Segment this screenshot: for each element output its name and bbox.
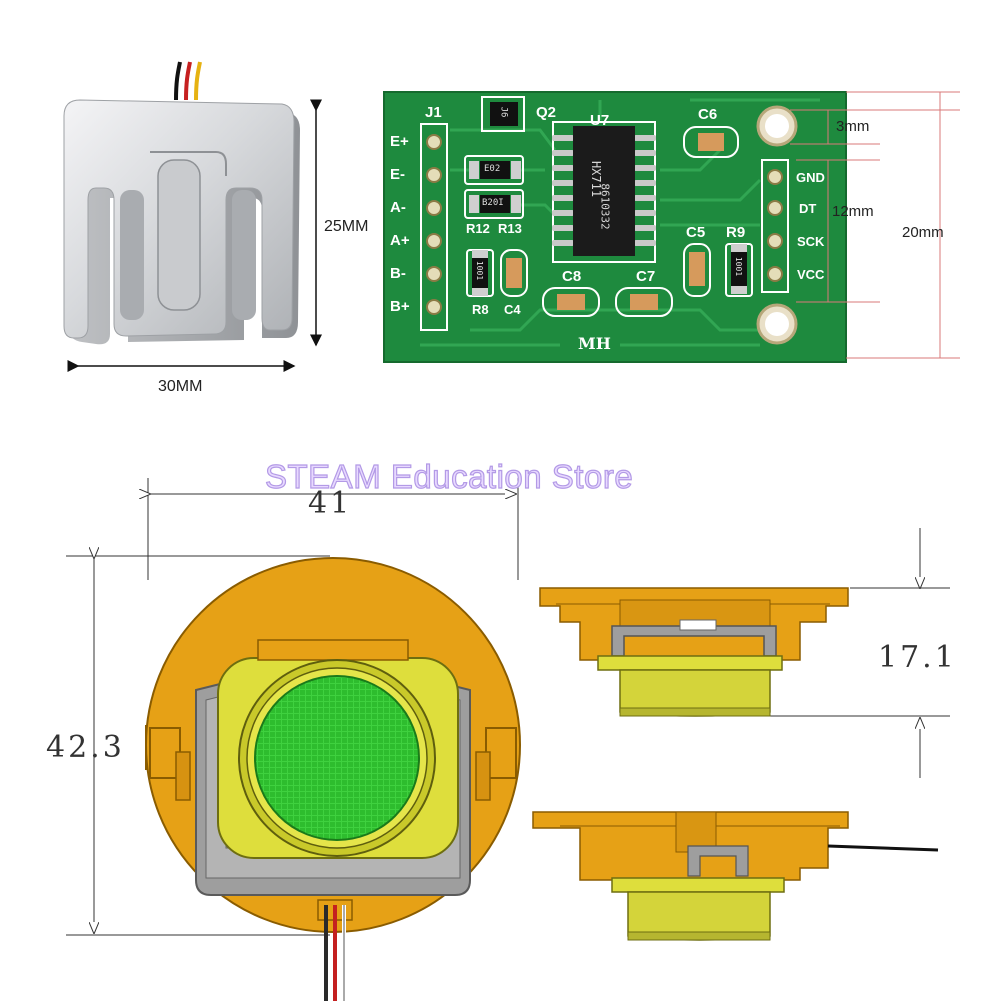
dim-hole-label: 3mm <box>836 118 870 135</box>
chip-marking-lot: 8610332 <box>598 183 612 230</box>
dim-pin-span-label: 12mm <box>832 203 874 220</box>
label-q2: Q2 <box>536 104 557 121</box>
pin-label-e-plus: E+ <box>390 133 409 150</box>
dim-height-label: 20mm <box>902 224 944 241</box>
pin-label-vcc: VCC <box>797 267 825 282</box>
label-r8: R8 <box>472 302 489 317</box>
label-r13: R13 <box>498 221 522 236</box>
half-bridge-load-cell <box>63 61 322 372</box>
module-dimension-lines <box>790 91 960 359</box>
sensor-thickness-label: 17.1 <box>878 640 957 675</box>
transistor-code: J6 <box>498 106 509 118</box>
resistor-code-2: B20I <box>482 198 504 208</box>
label-c4: C4 <box>504 302 521 317</box>
pin-label-b-plus: B+ <box>390 298 410 315</box>
sensor-side-view-upper <box>539 528 950 778</box>
pin-label-sck: SCK <box>797 234 825 249</box>
label-u7: U7 <box>590 112 610 129</box>
sensor-side-view-lower <box>532 811 939 941</box>
sensor-width-label: 41 <box>308 486 353 521</box>
label-r12: R12 <box>466 221 490 236</box>
resistor-code-1: E02 <box>484 164 501 174</box>
label-c7: C7 <box>636 268 656 285</box>
sensor-height-label: 42.3 <box>46 730 125 765</box>
label-c5: C5 <box>686 224 706 241</box>
sensor-top-view <box>66 478 521 1001</box>
label-j1: J1 <box>425 104 442 121</box>
hx711-module <box>383 91 847 363</box>
pin-label-a-minus: A- <box>390 199 406 216</box>
load-cell-width-label: 30MM <box>158 378 203 395</box>
resistor-code-3: 1001 <box>475 260 485 281</box>
pin-label-e-minus: E- <box>390 166 405 183</box>
pin-label-a-plus: A+ <box>390 232 410 249</box>
brand-mark: MH <box>578 334 611 353</box>
label-c6: C6 <box>698 106 718 123</box>
pin-label-gnd: GND <box>796 170 825 185</box>
watermark-text: STEAM Education Store <box>264 457 634 495</box>
label-r9: R9 <box>726 224 746 241</box>
pin-label-b-minus: B- <box>390 265 406 282</box>
label-c8: C8 <box>562 268 582 285</box>
load-cell-height-label: 25MM <box>324 218 369 235</box>
pin-label-dt: DT <box>799 201 817 216</box>
resistor-code-4: 1001 <box>734 256 744 277</box>
